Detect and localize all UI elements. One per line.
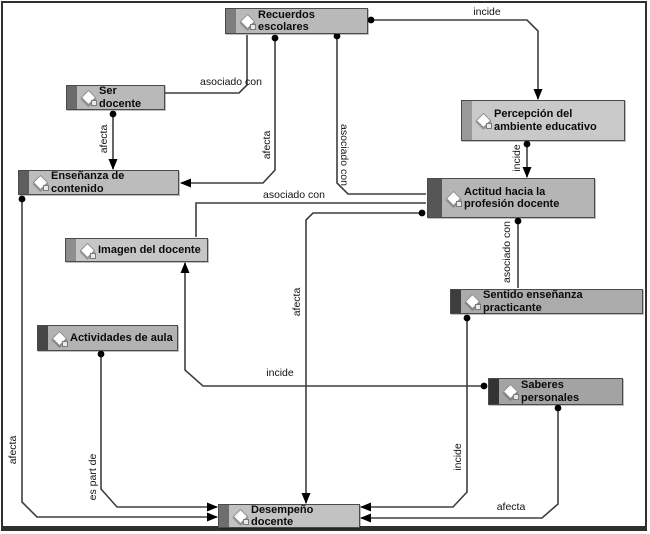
node-color-strip: [451, 290, 461, 313]
code-diamond-icon: [464, 293, 481, 310]
node-ser-docente[interactable]: Ser docente: [66, 85, 165, 110]
node-label: Imagen del docente: [98, 243, 201, 256]
edge-label-asociado-con: asociado con: [501, 221, 513, 283]
node-label: Actividades de aula: [70, 331, 173, 344]
edge-actitud-desempeno[interactable]: [301, 209, 426, 504]
node-imagen-docente[interactable]: Imagen del docente: [65, 238, 208, 262]
node-color-strip: [67, 86, 77, 109]
node-sentido-ensenanza[interactable]: Sentido enseñanza practicante: [450, 289, 643, 314]
edge-label-incide: incide: [266, 367, 294, 379]
edge-saberes-desempeno[interactable]: [360, 404, 562, 523]
edge-label-incide: incide: [452, 443, 464, 471]
code-diamond-icon: [80, 89, 97, 106]
node-label: Actitud hacia la profesión docente: [464, 185, 560, 211]
edge-saberes-imagen[interactable]: [180, 262, 488, 390]
edge-recuerdos-ensenanza[interactable]: [180, 34, 279, 188]
node-color-strip: [462, 101, 472, 140]
node-color-strip: [428, 179, 442, 217]
node-label: Saberes personales: [521, 379, 580, 404]
node-recuerdos-escolares[interactable]: Recuerdos escolares: [225, 8, 368, 34]
node-label: Enseñanza de contenido: [51, 170, 125, 195]
node-color-strip: [219, 505, 229, 527]
node-percepcion-ambiente[interactable]: Percepción del ambiente educativo: [461, 100, 625, 141]
edge-label-incide: incide: [511, 144, 523, 172]
code-diamond-icon: [445, 190, 462, 207]
edge-sentido-desempeno[interactable]: [360, 314, 471, 512]
node-label: Percepción del ambiente educativo: [494, 108, 597, 133]
edge-label-afecta: afecta: [261, 130, 273, 160]
edge-ensenanza-desempeno[interactable]: [18, 195, 218, 522]
edge-imagen-actitud[interactable]: [195, 202, 426, 237]
node-desempeno-docente[interactable]: Desempeño docente: [218, 504, 360, 528]
node-actitud-profesion[interactable]: Actitud hacia la profesión docente: [427, 178, 595, 218]
edge-label-afecta: afecta: [7, 435, 19, 465]
node-actividades-aula[interactable]: Actividades de aula: [37, 325, 178, 351]
edge-label-afecta: afecta: [98, 124, 110, 154]
code-diamond-icon: [502, 383, 519, 400]
node-color-strip: [489, 379, 499, 404]
code-diamond-icon: [475, 112, 492, 129]
edge-label-asociado-con: asociado con: [200, 76, 262, 88]
edge-label-asociado-con: asociado con: [338, 124, 350, 186]
node-color-strip: [66, 239, 76, 261]
edge-label-asociado-con: asociado con: [263, 189, 325, 201]
code-diamond-icon: [51, 330, 68, 347]
code-diamond-icon: [79, 242, 96, 259]
edge-label-es-part-de: es part de: [87, 453, 99, 501]
edge-label-incide: incide: [473, 6, 501, 18]
node-color-strip: [226, 9, 236, 33]
edge-recuerdos-actitud[interactable]: [333, 32, 426, 195]
code-diamond-icon: [32, 174, 49, 191]
node-ensenanza-contenido[interactable]: Enseñanza de contenido: [18, 170, 179, 195]
edge-label-afecta: afecta: [291, 287, 303, 317]
node-label: Desempeño docente: [251, 503, 314, 529]
node-label: Recuerdos escolares: [258, 8, 315, 34]
edge-actividades-desempeno[interactable]: [97, 350, 218, 512]
node-color-strip: [38, 326, 48, 350]
node-color-strip: [19, 171, 29, 194]
node-saberes-personales[interactable]: Saberes personales: [488, 378, 623, 405]
edge-recuerdos-percepcion[interactable]: [367, 16, 543, 100]
node-label: Sentido enseñanza practicante: [483, 289, 583, 314]
code-diamond-icon: [232, 508, 249, 525]
edge-label-afecta: afecta: [496, 501, 526, 513]
code-diamond-icon: [239, 13, 256, 30]
node-label: Ser docente: [99, 85, 142, 110]
